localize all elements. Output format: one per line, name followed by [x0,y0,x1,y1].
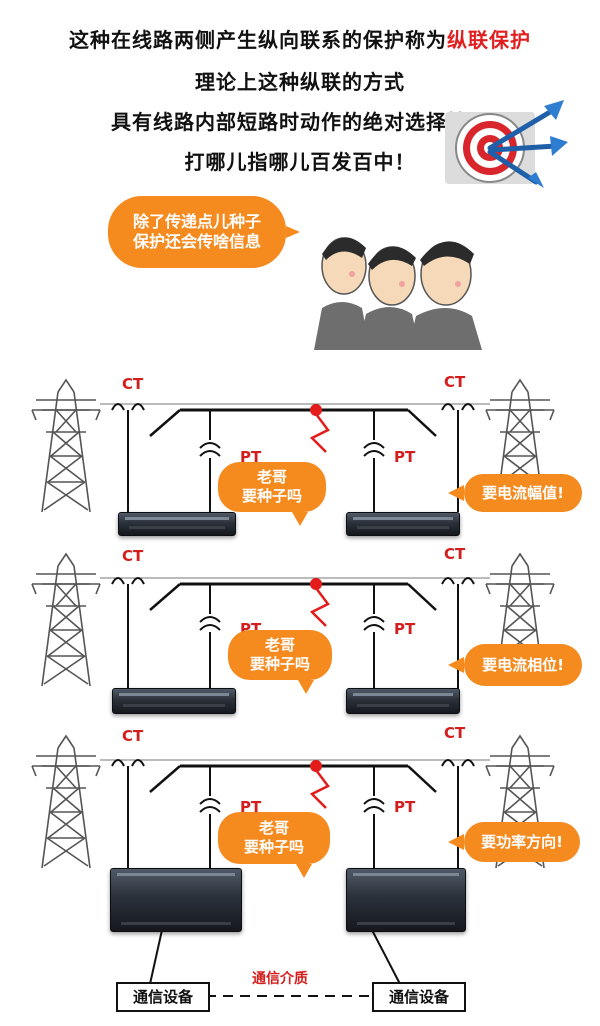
ct-label-s1-right: CT [444,373,466,391]
scene-1-right-bubble: 要电流幅值! [448,474,582,512]
protection-device-s2-right [346,688,460,714]
scene-2-right-bubble: 要电流相位! [448,644,582,686]
question-bubble-line-2: 保护还会传啥信息 [132,232,261,251]
man-middle [358,246,420,350]
scene-2-left-bubble-line-2: 要种子吗 [249,655,310,673]
protection-device-s3-left [110,868,242,932]
comm-links [149,929,401,997]
question-bubble-line-1: 除了传递点儿种子 [132,212,261,231]
intro-line-2: 理论上这种纵联的方式 [195,70,405,94]
scene-2-lines [31,553,555,690]
comm-device-right: 通信设备 [372,982,466,1012]
scene-1-lines [31,379,555,514]
ct-label-s3-left: CT [122,727,144,745]
ct-label-s2-left: CT [122,547,144,565]
intro-line-3: 具有线路内部短路时动作的绝对选择性！ [111,110,489,134]
comm-medium-label: 通信介质 [252,971,308,987]
protection-device-s3-right [346,868,466,932]
scene-3-left-bubble-line-1: 老哥 [258,819,289,838]
comm-device-left: 通信设备 [116,982,210,1012]
pt-label-s2-right: PT [394,620,416,638]
pt-label-s1-right: PT [394,448,416,466]
scene-3-right-bubble: 要功率方向! [448,822,580,862]
man-front [408,241,482,350]
protection-device-s1-right [346,512,460,536]
pt-label-s3-left: PT [240,798,262,816]
pt-label-s3-right: PT [394,798,416,816]
ct-label-s3-right: CT [444,724,466,742]
target-darts-icon [445,100,568,188]
scene-1-left-bubble-line-1: 老哥 [256,468,287,487]
question-bubble: 除了传递点儿种子 保护还会传啥信息 [108,196,300,268]
protection-device-s2-left [112,688,236,714]
pt-label-s1-left: PT [240,448,262,466]
protection-device-s1-left [118,512,236,536]
scene-2-left-bubble-line-1: 老哥 [264,636,295,655]
intro-line-4: 打哪儿指哪儿百发百中！ [184,150,416,174]
ct-label-s1-left: CT [122,375,144,393]
intro-line-1: 这种在线路两侧产生纵向联系的保护称为纵联保护 [0,24,600,53]
scene-2-left-bubble: 老哥 要种子吗 [228,630,332,694]
scene-3-lines [31,735,555,874]
three-men-illustration [314,237,482,350]
intro-highlight: 纵联保护 [447,28,531,52]
scene-1-left-bubble: 老哥 要种子吗 [218,462,326,526]
intro-line-1-text: 这种在线路两侧产生纵向联系的保护称为 [69,28,447,52]
scene-1-left-bubble-line-2: 要种子吗 [241,487,302,505]
ct-label-s2-right: CT [444,545,466,563]
scene-3-left-bubble-line-2: 要种子吗 [243,838,304,856]
scene-3-left-bubble: 老哥 要种子吗 [218,812,330,878]
man-back [314,237,370,350]
